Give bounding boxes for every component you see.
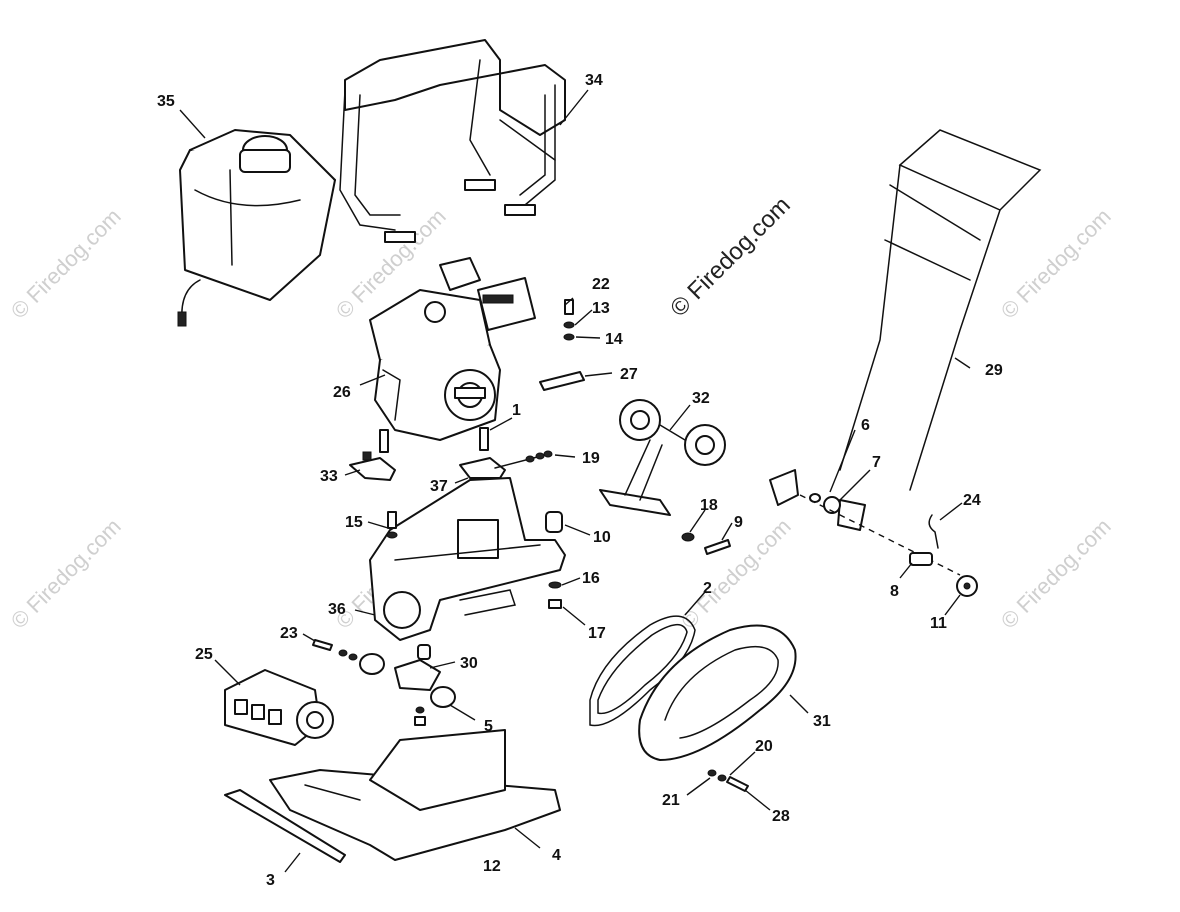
callout-11: 11: [930, 615, 947, 632]
part-clip-24: [928, 514, 939, 549]
watermark-right-bottom: © Firedog.com: [996, 514, 1116, 634]
callout-13: 13: [592, 300, 610, 317]
part-washer-6-7: [809, 493, 841, 514]
watermark-right-top: © Firedog.com: [996, 204, 1116, 324]
callout-labels: 1 2 3 4 5 6 7 8 9 10 11 12 13 14 15 16 1…: [157, 72, 1003, 889]
part-engine: [369, 257, 536, 441]
callout-9: 9: [734, 514, 743, 531]
part-base-plate: [269, 729, 561, 861]
part-bolt-15: [386, 511, 398, 539]
callout-32: 32: [692, 390, 710, 407]
callout-19: 19: [582, 450, 600, 467]
watermark-left-top: © Firedog.com: [6, 204, 126, 324]
callout-22: 22: [592, 276, 610, 293]
part-belt: [589, 615, 696, 727]
callout-7: 7: [872, 454, 881, 471]
leader-lines: [179, 89, 971, 873]
part-main-plate: [369, 477, 566, 641]
part-fuel-tank: [177, 129, 336, 327]
part-handle: [769, 129, 1042, 531]
callout-6: 6: [861, 417, 870, 434]
callout-3: 3: [266, 872, 275, 889]
callout-14: 14: [605, 331, 623, 348]
watermark-right-center: © Firedog.com: [676, 514, 796, 634]
part-bracket-37: [459, 450, 553, 479]
callout-18: 18: [700, 497, 718, 514]
part-nut-bolt-18-9: [681, 532, 731, 555]
part-washer-11: [956, 575, 978, 597]
callout-15: 15: [345, 514, 363, 531]
part-exciter: [224, 669, 334, 746]
callout-1: 1: [512, 402, 521, 419]
callout-20: 20: [755, 738, 773, 755]
callout-10: 10: [593, 529, 611, 546]
watermark-main: © Firedog.com: [665, 192, 796, 323]
callout-30: 30: [460, 655, 478, 672]
part-bolt-23: [312, 639, 385, 675]
part-pin-8: [909, 552, 933, 566]
callout-26: 26: [333, 384, 351, 401]
watermark-left-bottom: © Firedog.com: [6, 514, 126, 634]
part-belt-guard: [638, 624, 797, 761]
callout-35: 35: [157, 93, 175, 110]
part-bracket-33: [349, 451, 396, 481]
callout-29: 29: [985, 362, 1003, 379]
part-bolts-1: [379, 427, 489, 453]
callout-27: 27: [620, 366, 638, 383]
part-rail: [224, 789, 346, 863]
part-pin-27: [539, 371, 585, 391]
callout-21: 21: [662, 792, 680, 809]
callout-12: 12: [483, 858, 501, 875]
callout-37: 37: [430, 478, 448, 495]
part-lift-frame: [339, 39, 566, 243]
callout-31: 31: [813, 713, 831, 730]
callout-33: 33: [320, 468, 338, 485]
part-bolt-washers: [563, 299, 575, 341]
part-screw-20-21-28: [707, 769, 749, 792]
part-bracket-30: [394, 644, 456, 726]
callout-16: 16: [582, 570, 600, 587]
callout-34: 34: [585, 72, 603, 89]
callout-23: 23: [280, 625, 298, 642]
callout-5: 5: [484, 718, 493, 735]
callout-28: 28: [772, 808, 790, 825]
part-wheel-axle: [599, 399, 726, 516]
callout-8: 8: [890, 583, 899, 600]
callout-36: 36: [328, 601, 346, 618]
assembly-axis-line: [799, 494, 961, 576]
callout-25: 25: [195, 646, 213, 663]
callout-2: 2: [703, 580, 712, 597]
part-mount-10: [545, 511, 563, 533]
callout-17: 17: [588, 625, 606, 642]
part-washer-nut-16-17: [548, 581, 562, 609]
callout-4: 4: [552, 847, 561, 864]
callout-24: 24: [963, 492, 981, 509]
